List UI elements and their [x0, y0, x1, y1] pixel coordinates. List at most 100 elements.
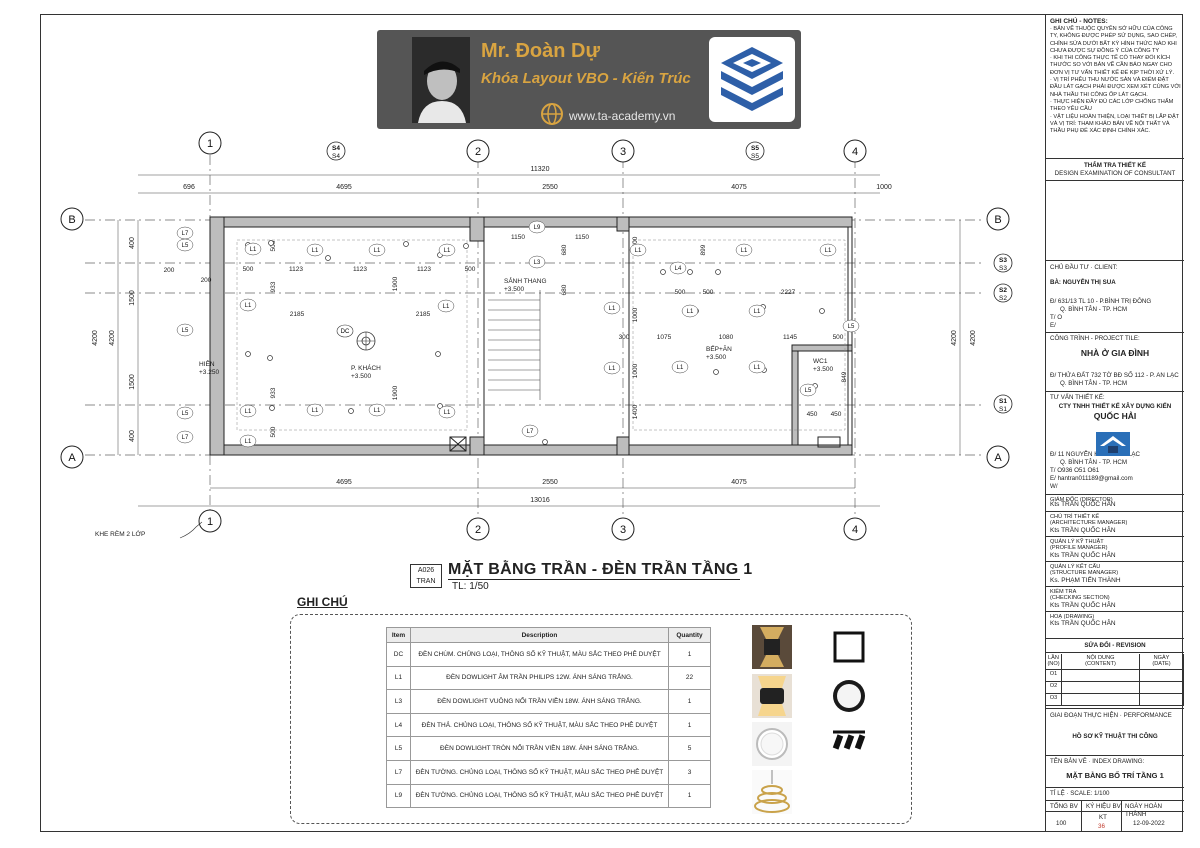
tb-note-line: THEO YÊU CẦU	[1050, 106, 1092, 113]
tb-review-title: THẨM TRA THIẾT KẾ	[1084, 162, 1146, 169]
tb-signer-role: KIỂM TRA(CHECKING SECTION)	[1050, 589, 1110, 602]
tb-signer-person: Kts TRẦN QUỐC HÂN	[1050, 501, 1116, 508]
legend-desc: ĐÈN TƯỜNG. CHỦNG LOẠI, THÔNG SỐ KỸ THUẬT…	[410, 759, 669, 785]
dim-int: 500	[270, 426, 277, 437]
light-tag: L1	[312, 248, 319, 254]
dim-int: 680	[561, 284, 568, 295]
light-tag: L9	[534, 225, 541, 231]
chandelier-symbol	[336, 324, 376, 351]
notes-heading: GHI CHÚ	[297, 595, 348, 609]
light-tag: L5	[182, 411, 189, 417]
tb-company-email: E/ hantran011189@gmail.com	[1050, 475, 1133, 482]
section-mark-s1: S1	[999, 398, 1007, 405]
tb-signer-checking: KIỂM TRA(CHECKING SECTION) Kts TRẦN QUỐC…	[1046, 586, 1184, 610]
tb-signer-role-line: CHỦ TRÌ THIẾT KẾ	[1050, 514, 1100, 520]
tb-note-line: · KHI THI CÔNG THỰC TẾ CÓ THAY ĐỔI KÍCH	[1050, 55, 1171, 62]
track-light-thumb	[829, 722, 869, 766]
light-tag: L1	[245, 303, 252, 309]
dim-int: 1900	[392, 276, 399, 291]
tb-revision-content	[1062, 682, 1140, 694]
dim-int: 500	[833, 334, 844, 341]
tb-client-name: BÀ: NGUYỄN THỊ SUA	[1050, 279, 1116, 286]
light-tag: L1	[444, 248, 451, 254]
drawing-scale: TL: 1/50	[452, 581, 489, 592]
tb-note-line: THẦU PHỤ ĐỂ XÁC ĐỊNH CHÍNH XÁC.	[1050, 128, 1151, 135]
tb-signer-role: HOẠ (DRAWING)	[1050, 614, 1095, 620]
tb-signer-person: Ks. PHẠM TIẾN THÀNH	[1050, 577, 1121, 584]
notes-frame	[290, 614, 912, 824]
light-tag: L1	[677, 365, 684, 371]
dim-left-1: 400	[129, 237, 136, 249]
tb-signer-person: Kts TRẦN QUỐC HÂN	[1050, 602, 1116, 609]
tb-note-line: CHƯA ĐƯỢC SỰ ĐỒNG Ý CỦA CÔNG TY	[1050, 47, 1160, 54]
legend-qty: 3	[668, 759, 711, 785]
dim-top-2: 4695	[336, 184, 352, 191]
dim-bottom-2: 2550	[542, 479, 558, 486]
room-level-kitchen: +3.500	[706, 354, 726, 361]
room-name-wc1: WC1	[813, 358, 828, 365]
tb-phase-label: GIAI ĐOẠN THỰC HIỆN · PERFORMANCE	[1050, 712, 1172, 719]
legend-desc: ĐÈN THẢ. CHỦNG LOẠI, THÔNG SỐ KỸ THUẬT, …	[410, 712, 669, 738]
light-tag: L1	[741, 248, 748, 254]
legend-qty: 1	[668, 783, 711, 809]
legend-desc: ĐÈN DOWLIGHT VUÔNG NỔI TRẦN VIỀN 18W. ÁN…	[410, 689, 669, 714]
room-level-porch: +3.250	[199, 369, 219, 376]
tb-foot-total: 100	[1056, 820, 1067, 827]
legend-header-item: Item	[386, 627, 411, 643]
dim-int: 933	[270, 387, 277, 398]
tb-revision-header-line: NGÀY	[1153, 655, 1170, 661]
room-level-wc1: +3.500	[813, 366, 833, 373]
tb-signer-role: CHỦ TRÌ THIẾT KẾ(ARCHITECTURE MANAGER)	[1050, 514, 1127, 527]
tb-client-addr1: Đ/ 631/13 TL 10 - P.BÌNH TRỊ ĐÔNG	[1050, 298, 1152, 305]
tb-revision-date	[1140, 670, 1184, 682]
tb-company-addr2: Q. BÌNH TÂN - TP. HCM	[1060, 459, 1128, 466]
dim-int: 500	[675, 289, 686, 296]
dim-int: 899	[700, 244, 707, 255]
dim-int: 1000	[632, 307, 639, 322]
dim-int: 450	[831, 411, 842, 418]
ceiling-plan: 1 2 3 4 1 2 3 4 B A B A S4 S4 S5 S5 S3 S…	[60, 131, 1013, 541]
website-link[interactable]: www.ta-academy.vn	[569, 109, 676, 123]
legend-qty: 1	[668, 712, 711, 738]
table-row: L3 ĐÈN DOWLIGHT VUÔNG NỔI TRẦN VIỀN 18W.…	[386, 689, 711, 714]
grid-bubble-1-bottom: 1	[207, 516, 213, 528]
tb-revision-no: O2	[1046, 682, 1062, 694]
dim-top-5: 1000	[876, 184, 892, 191]
light-tag: L1	[250, 247, 257, 253]
legend-header-description: Description	[410, 627, 669, 643]
dim-left-2: 1500	[129, 290, 136, 306]
company-logo	[1096, 432, 1130, 456]
tb-revision-content	[1062, 670, 1140, 682]
grid-bubble-a-left: A	[68, 452, 76, 464]
tb-foot-code: KT	[1099, 814, 1107, 821]
tb-revision-no-line: O2	[1049, 683, 1058, 689]
tb-revision-header: LẦN(NO)	[1046, 654, 1062, 670]
tb-index-label: TÊN BẢN VẼ · INDEX DRAWING:	[1050, 758, 1145, 765]
wall-light-thumb-2	[752, 674, 792, 718]
tb-note-line: · THỰC HIỆN ĐẦY ĐỦ CÁC LỚP CHỐNG THẤM	[1050, 98, 1174, 105]
tb-revision-header-line: (CONTENT)	[1085, 661, 1116, 668]
legend-qty: 22	[668, 665, 711, 691]
tb-revision-header: NỘI DUNG(CONTENT)	[1062, 654, 1140, 670]
dim-int: 500	[270, 240, 277, 251]
tb-note-line: CHỈNH SỬA DƯỚI BẤT KỲ HÌNH THỨC NÀO KHI	[1050, 40, 1177, 47]
dim-int: 450	[807, 411, 818, 418]
tb-note-line: · VỊ TRÍ PHỄU THU NƯỚC SÀN VÀ ĐIỂM ĐẶT	[1050, 77, 1169, 84]
author-banner: Mr. Đoàn Dự Khóa Layout VBO - Kiến Trúc …	[377, 30, 801, 129]
tb-signer-role-line: (STRUCTURE MANAGER)	[1050, 570, 1119, 577]
dim-top-4: 4075	[731, 184, 747, 191]
dim-int: 1145	[783, 334, 797, 341]
section-mark-s2-sub: S2	[999, 295, 1007, 302]
light-tag: L1	[444, 410, 451, 416]
table-row: L4 ĐÈN THẢ. CHỦNG LOẠI, THÔNG SỐ KỸ THUẬ…	[386, 712, 711, 738]
tb-project-addr2: Q. BÌNH TÂN - TP. HCM	[1060, 380, 1128, 387]
section-mark-s1-sub: S1	[999, 406, 1007, 413]
tb-company-line1: CTY TNHH THIẾT KẾ XÂY DỰNG KIẾN	[1058, 403, 1172, 410]
section-mark-s3: S3	[999, 257, 1007, 264]
tb-note-line: VÀ VỊ TRÍ: THAM KHẢO BẢN VẼ NỘI THẤT VÀ	[1050, 120, 1170, 127]
tb-revision-no: O3	[1046, 694, 1062, 706]
dim-int: 1900	[392, 385, 399, 400]
tb-revision-header-line: LẦN	[1048, 655, 1059, 661]
room-name-porch: HIÊN	[199, 359, 215, 368]
tb-signer-role: GIÁM ĐỐC (DIRECTOR)	[1050, 497, 1113, 503]
